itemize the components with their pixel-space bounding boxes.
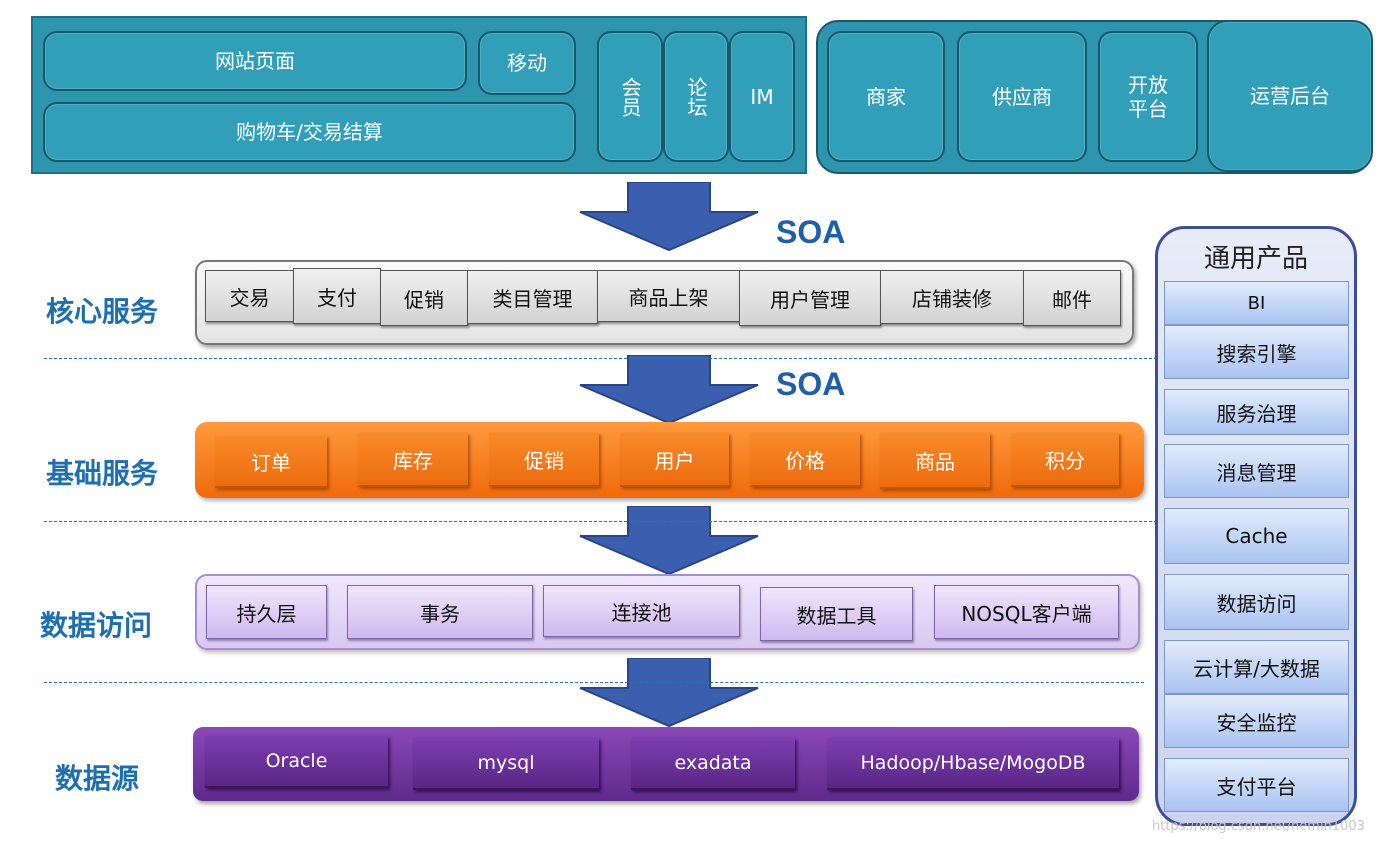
divider-1 (44, 358, 1162, 359)
member-box: 会员 (597, 31, 663, 162)
open-platform-label: 开放平台 (1128, 72, 1168, 121)
product-item-data-access: 数据访问 (1164, 574, 1349, 630)
access-item-data-tools: 数据工具 (760, 587, 913, 641)
product-item-cache: Cache (1164, 508, 1349, 564)
core-item-shop-decor: 店铺装修 (880, 270, 1024, 324)
cart-box: 购物车/交易结算 (43, 102, 576, 162)
product-item-service-gov: 服务治理 (1164, 389, 1349, 435)
arrow-core-to-base (579, 355, 759, 425)
product-item-cloud-bigdata: 云计算/大数据 (1164, 640, 1349, 694)
cart-label: 购物车/交易结算 (236, 120, 383, 144)
product-item-security-monitor: 安全监控 (1164, 694, 1349, 748)
common-products-title: 通用产品 (1203, 243, 1308, 274)
im-label: IM (750, 84, 774, 109)
base-services-title: 基础服务 (46, 457, 159, 490)
access-item-persistence: 持久层 (206, 585, 327, 639)
product-item-search-engine: 搜索引擎 (1164, 325, 1349, 379)
source-item-mysql: mysql (413, 738, 599, 790)
watermark: https://blog.csdn.net/hemin1003 (1152, 819, 1365, 834)
forum-box: 论坛 (663, 31, 729, 162)
access-item-conn-pool: 连接池 (543, 585, 740, 637)
access-item-nosql-client: NOSQL客户端 (934, 585, 1119, 639)
member-label: 会员 (618, 76, 642, 117)
mobile-label: 移动 (507, 51, 547, 75)
product-item-messaging: 消息管理 (1164, 444, 1349, 498)
core-item-trade: 交易 (205, 270, 294, 322)
product-item-payment-platform: 支付平台 (1164, 758, 1349, 812)
supplier-label: 供应商 (992, 84, 1052, 109)
product-item-bi: BI (1164, 281, 1349, 325)
arrow-access-to-source (579, 658, 759, 728)
access-item-transaction: 事务 (347, 585, 533, 639)
ops-backend-label: 运营后台 (1250, 84, 1330, 108)
divider-2 (44, 521, 1162, 522)
base-item-points: 积分 (1011, 433, 1119, 487)
arrow-base-to-access (579, 506, 759, 576)
core-item-user-mgmt: 用户管理 (739, 270, 881, 326)
source-item-hadoop: Hadoop/Hbase/MogoDB (827, 738, 1119, 790)
source-item-oracle: Oracle (205, 736, 388, 788)
base-item-price: 价格 (750, 433, 860, 487)
soa-label-top: SOA (776, 214, 846, 250)
website-box: 网站页面 (43, 31, 467, 91)
merchant-label: 商家 (866, 84, 906, 109)
core-item-listing: 商品上架 (597, 270, 740, 322)
mobile-box: 移动 (478, 31, 576, 95)
website-label: 网站页面 (215, 49, 295, 73)
core-services-title: 核心服务 (46, 295, 159, 328)
data-access-title: 数据访问 (40, 609, 153, 642)
merchant-box: 商家 (827, 31, 945, 162)
base-item-promotion: 促销 (489, 433, 599, 487)
soa-label-bottom: SOA (776, 366, 846, 402)
ops-backend-box: 运营后台 (1207, 20, 1373, 172)
data-source-title: 数据源 (55, 762, 140, 795)
source-item-exadata: exadata (631, 738, 795, 790)
base-item-order: 订单 (215, 436, 327, 488)
open-platform-box: 开放平台 (1098, 31, 1198, 162)
base-item-user: 用户 (620, 433, 729, 487)
arrow-top-to-core (579, 182, 759, 252)
im-box: IM (729, 31, 795, 162)
core-item-promotion: 促销 (380, 270, 468, 326)
core-item-category: 类目管理 (467, 270, 598, 324)
forum-label: 论坛 (684, 76, 708, 117)
supplier-box: 供应商 (957, 31, 1087, 162)
base-item-product: 商品 (880, 433, 990, 489)
divider-3 (44, 682, 1144, 683)
core-item-payment: 支付 (293, 268, 381, 324)
base-item-inventory: 库存 (358, 433, 468, 487)
core-item-mail: 邮件 (1023, 270, 1121, 326)
